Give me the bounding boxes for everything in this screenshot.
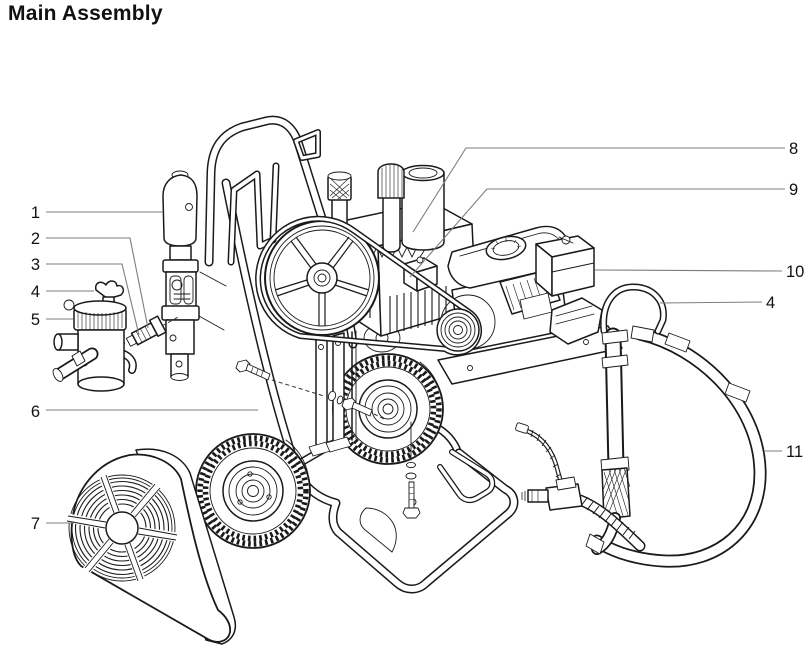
callout-leader-10 <box>594 269 783 272</box>
inlet-fitting <box>125 315 167 347</box>
callout-number-5: 5 <box>31 311 40 329</box>
engine <box>437 225 623 385</box>
assembly-axis-dash-right <box>161 315 181 327</box>
callout-leader-3 <box>46 263 140 336</box>
callout-number-3: 3 <box>31 256 40 274</box>
hose-clamp <box>724 382 751 403</box>
callout-leader-9 <box>409 188 785 278</box>
callout-number-10: 10 <box>786 263 804 281</box>
callout-number-4: 4 <box>766 294 775 312</box>
callout-number-7: 7 <box>31 515 40 533</box>
pump-assembly <box>161 170 227 381</box>
hose-clamp <box>664 332 691 353</box>
paint-hose-assembly <box>515 283 767 568</box>
callout-number-9: 9 <box>789 181 798 199</box>
pressure-switch-box <box>403 250 438 292</box>
callout-number-4: 4 <box>31 283 40 301</box>
callout-leader-2 <box>46 237 149 329</box>
callout-number-8: 8 <box>789 140 798 158</box>
belt-guard <box>63 448 237 645</box>
hose-fitting-block <box>521 476 583 511</box>
pulley-wheel <box>264 220 380 336</box>
pail-bracket <box>308 330 357 457</box>
callout-leader-8 <box>412 147 785 233</box>
bracket-bolts <box>235 359 421 519</box>
engine-pulley <box>436 308 480 352</box>
callouts: 1 2 3 4 5 6 7 8 9 10 4 11 <box>31 140 805 533</box>
callout-leader-4 <box>659 301 763 304</box>
callout-number-6: 6 <box>31 403 40 421</box>
page-title: Main Assembly <box>8 2 163 25</box>
left-wheel <box>195 433 311 549</box>
air-cleaner <box>535 235 595 297</box>
hose-clamp <box>630 325 655 343</box>
callout-number-1: 1 <box>31 204 40 222</box>
filter-assembly <box>52 299 137 392</box>
right-wheel <box>332 353 444 465</box>
pressure-filter-cylinder <box>401 164 445 251</box>
callout-number-11: 11 <box>786 443 803 461</box>
callout-number-2: 2 <box>31 230 40 248</box>
muffler <box>549 297 603 345</box>
